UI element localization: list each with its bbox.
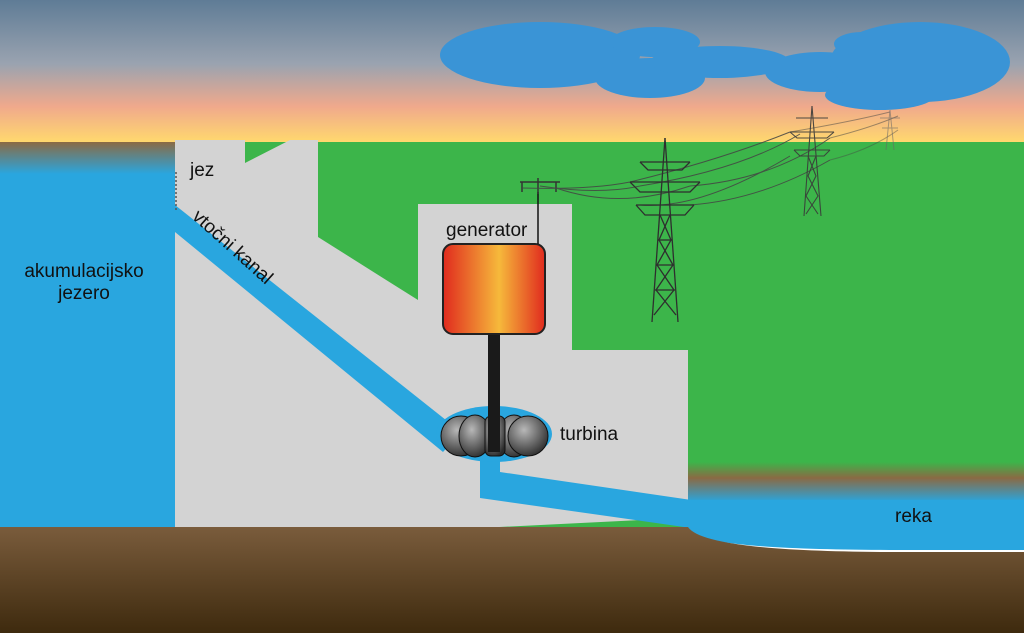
river-label: reka [895,506,932,527]
turbine-label: turbina [560,424,619,445]
dam-structure [175,140,688,528]
river-water [688,500,1024,550]
generator-shaft [488,332,500,452]
power-tower-far-icon [789,105,835,217]
river-shore [688,462,1024,502]
power-lines [521,111,899,206]
reservoir-shore [0,142,178,174]
power-tower-icon [629,137,701,323]
small-pole-icon [520,178,560,194]
penstock-channel [175,205,461,452]
reservoir-label-line2: jezero [58,282,110,304]
power-tower-distant-icon [880,109,900,151]
generator-label: generator [446,220,528,241]
generator-icon [442,243,546,335]
reservoir-label: akumulacijsko jezero [22,261,146,305]
reservoir-label-line1: akumulacijsko [24,261,144,282]
soil [0,527,1024,633]
clouds [440,22,1010,110]
dam-label: jez [190,160,215,181]
reservoir-water [0,172,178,532]
outflow-channel [480,448,705,530]
